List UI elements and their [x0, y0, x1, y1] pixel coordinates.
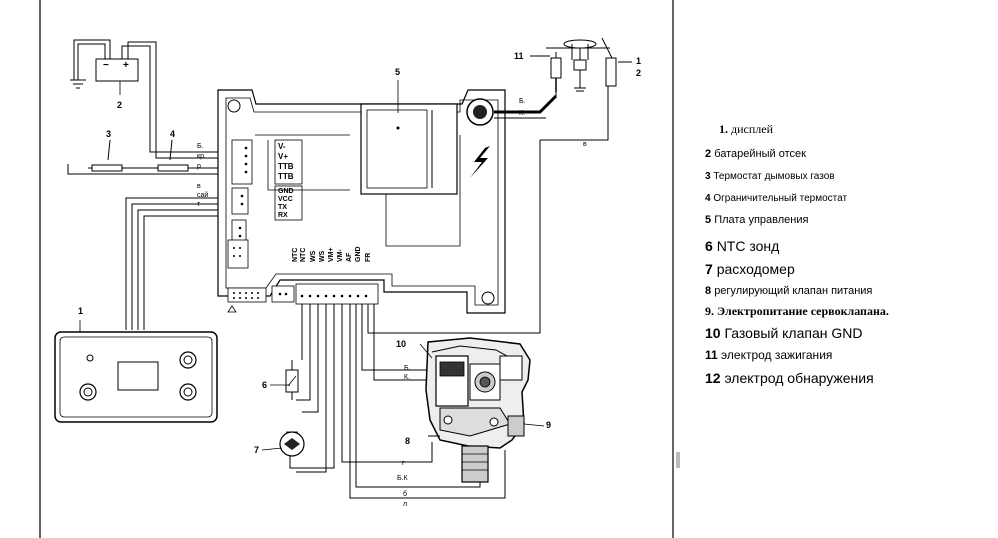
terminal-label: TTB — [278, 172, 294, 181]
terminal-group-power: V- V+ TTB TTB — [278, 142, 294, 182]
terminal-label: GND — [278, 188, 294, 195]
terminal-label: V+ — [278, 152, 289, 161]
legend-item-8: 8 регулирующий клапан питания — [705, 285, 873, 297]
terminal-label: FR — [365, 252, 372, 262]
callout-1-top: 1 — [636, 56, 642, 66]
high-voltage-icon — [470, 146, 490, 178]
display-wiring — [125, 197, 236, 330]
wire-label: т — [197, 201, 201, 208]
led-icon — [86, 354, 94, 362]
mount-hole — [227, 99, 241, 113]
legend-item-5: 5 Плата управления — [705, 214, 809, 226]
callout-2-battery: 2 — [117, 100, 123, 110]
scroll-marker — [676, 452, 680, 468]
battery-minus: − — [103, 60, 109, 71]
legend-item-1: 1. дисплей — [719, 122, 774, 136]
legend-item-2: 2 батарейный отсек — [705, 148, 806, 160]
terminal-label: VM+ — [328, 247, 335, 262]
terminal-label: WS — [319, 250, 326, 262]
legend: 1. дисплей 2 батарейный отсек 3 Термоста… — [705, 0, 995, 538]
wire-label: К. — [519, 110, 526, 117]
wire-label: кр. — [197, 153, 206, 160]
main-module — [360, 103, 458, 195]
callout-4: 4 — [170, 129, 176, 139]
thermostat-wiring — [67, 139, 236, 175]
terminal-label: V- — [278, 142, 286, 151]
wire-label: Б. — [519, 98, 526, 105]
connector-pins — [233, 146, 248, 257]
knob-icon — [179, 383, 197, 401]
legend-item-10: 10 Газовый клапан GND — [705, 325, 863, 341]
wire-label: Б. — [197, 143, 204, 150]
bottom-connectors — [227, 283, 379, 313]
wire-label: б — [403, 491, 408, 498]
wire-label: г — [402, 460, 405, 467]
terminal-group-bottom: NTC NTC WS WS VM+ VM- AF GND FR — [292, 232, 382, 266]
legend-item-7: 7 расходомер — [705, 261, 795, 277]
ntc-probe — [285, 360, 299, 400]
left-connectors — [227, 139, 253, 269]
wire-label: сай — [197, 192, 209, 199]
flow-meter — [279, 431, 305, 457]
display-screen — [117, 361, 159, 391]
gas-valve — [419, 337, 545, 483]
legend-item-9: 9. Электропитание сервоклапана. — [705, 304, 889, 318]
callout-8: 8 — [405, 436, 411, 446]
wire-label: л — [403, 501, 408, 508]
battery-box — [95, 58, 139, 82]
callout-11: 11 — [514, 51, 524, 61]
terminal-label: AF — [346, 252, 353, 262]
wire-label: Б. — [404, 365, 411, 372]
terminal-label: NTC — [300, 247, 307, 262]
callout-5: 5 — [395, 67, 401, 77]
wire-label: К. — [404, 374, 411, 381]
mount-hole — [481, 291, 495, 305]
terminal-label: RX — [278, 212, 288, 219]
wire-label: Б.К — [397, 475, 408, 482]
terminal-label: VCC — [278, 196, 293, 203]
terminal-label: NTC — [292, 247, 299, 262]
callout-3: 3 — [106, 129, 112, 139]
wire-label: в — [197, 183, 201, 190]
terminal-group-comm: GND VCC TX RX — [278, 188, 294, 220]
legend-item-6: 6 NTC зонд — [705, 238, 780, 254]
callout-9: 9 — [546, 420, 552, 430]
legend-item-12: 12 электрод обнаружения — [705, 370, 874, 386]
wire-label: р — [197, 163, 201, 170]
legend-item-4: 4 Ограничительный термостат — [705, 193, 848, 204]
callout-7: 7 — [254, 445, 260, 455]
knob-icon — [179, 351, 197, 369]
electrode-wiring — [367, 37, 632, 334]
terminal-label: WS — [310, 250, 317, 262]
wire-label: в — [583, 141, 587, 148]
legend-item-11: 11 электрод зажигания — [705, 348, 833, 362]
terminal-label: TX — [278, 204, 287, 211]
callout-6: 6 — [262, 380, 268, 390]
display-panel — [54, 331, 218, 423]
callout-2-top: 2 — [636, 68, 642, 78]
battery-wiring — [70, 39, 236, 159]
terminal-frames — [274, 139, 303, 221]
terminal-label: GND — [355, 246, 362, 262]
battery-plus: + — [123, 60, 129, 71]
terminal-label: VM- — [337, 249, 344, 262]
terminal-label: TTB — [278, 162, 294, 171]
callout-1-panel: 1 — [78, 306, 84, 316]
legend-item-3: 3 Термостат дымовых газов — [705, 171, 835, 182]
callout-10: 10 — [396, 339, 407, 349]
leader-lines — [79, 80, 399, 451]
knob-icon — [79, 383, 97, 401]
ignition-coil — [466, 98, 494, 178]
